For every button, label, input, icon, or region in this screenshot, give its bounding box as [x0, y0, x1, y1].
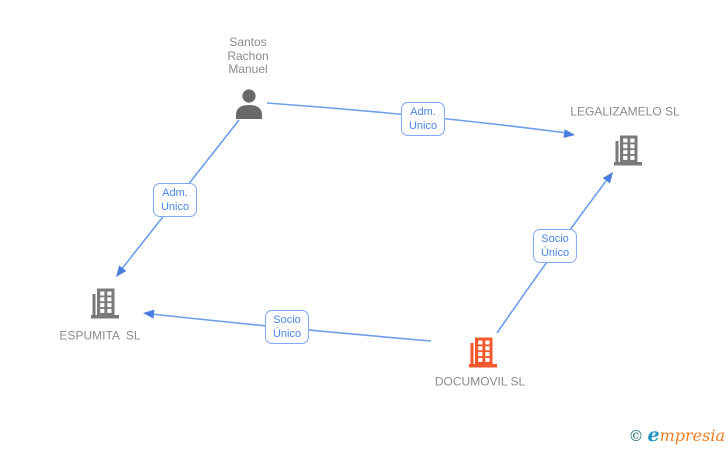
edge-label-socio-unico: Socio Único: [264, 310, 310, 344]
arrowhead-icon: [602, 172, 613, 184]
arrowhead-icon: [143, 309, 155, 319]
copyright-icon: ©: [628, 427, 644, 445]
edge-label-adm-unico: Adm. Unico: [400, 102, 446, 136]
empresia-logo-text: mpresia: [659, 426, 725, 445]
arrowhead-icon: [563, 129, 575, 139]
node-label-documovil-sl[interactable]: DOCUMOVIL SL: [434, 374, 526, 389]
empresia-logo-e: e: [647, 424, 660, 446]
edge-label-socio-unico: Socio Único: [532, 229, 578, 263]
node-label-legalizamelo-sl[interactable]: LEGALIZAMELO SL: [570, 104, 680, 119]
node-label-santos-rachon-manuel[interactable]: Santos Rachon Manuel: [227, 34, 269, 76]
building-icon[interactable]: [88, 286, 122, 320]
node-label-espumita-sl[interactable]: ESPUMITA SL: [59, 328, 141, 343]
arrowhead-icon: [116, 265, 127, 277]
edge-label-adm-unico: Adm. Unico: [152, 183, 198, 217]
building-icon[interactable]: [611, 133, 645, 167]
person-icon[interactable]: [232, 88, 266, 120]
empresia-logo[interactable]: ©empresia: [629, 424, 726, 446]
building-icon[interactable]: [466, 335, 500, 369]
